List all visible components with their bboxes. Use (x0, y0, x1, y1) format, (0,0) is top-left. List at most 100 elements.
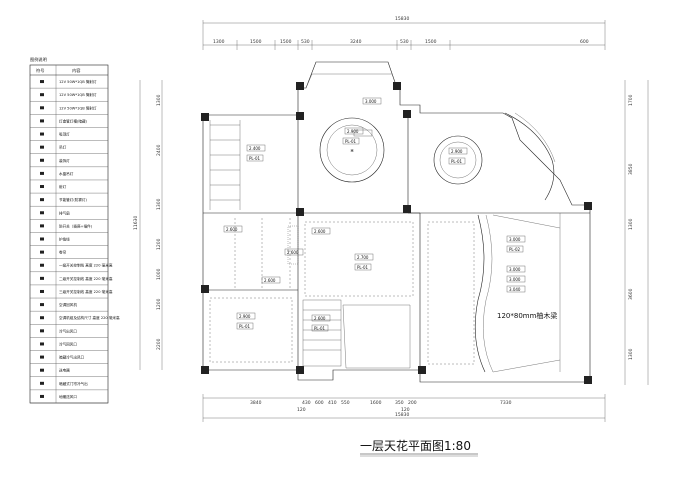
dim-left-4: 1200 (156, 238, 162, 250)
legend-symbol-icon (40, 303, 44, 307)
legend-row-label: 暗藏冷气出风口 (59, 355, 85, 360)
dim-overall-bottom: 15830 (395, 412, 409, 418)
legend-symbol-icon (40, 316, 44, 320)
legend-col-symbol: 符号 (36, 67, 44, 74)
dim-top-2: 1500 (250, 39, 262, 45)
dim-right-4: 3600 (628, 288, 634, 300)
legend-row-label: 二级开关控制线 高度 220 毫米高 (59, 276, 113, 281)
legend-symbol-icon (40, 342, 44, 346)
drawing-title: 一层天花平面图1:80 (360, 438, 471, 453)
elev-tag: 2.600 (314, 229, 326, 234)
legend-symbol-icon (40, 289, 44, 293)
legend-symbol-icon (40, 198, 44, 202)
legend-symbol-icon (40, 237, 44, 241)
vent-block (287, 225, 299, 265)
dimension-top: 15830 1300 1500 1500 530 3240 530 1500 6… (202, 16, 606, 50)
dim-top-6: 530 (400, 39, 409, 45)
legend-symbol-icon (40, 171, 44, 175)
legend-row-label: 射灯 (59, 184, 67, 189)
dim-overall-left: 11630 (133, 216, 139, 230)
legend-symbol-icon (40, 329, 44, 333)
material-tag: PL-01 (451, 159, 463, 164)
legend-symbol-icon (40, 106, 44, 110)
dim-top-7: 1500 (425, 39, 437, 45)
legend-symbol-icon (40, 119, 44, 123)
legend-row-label: 空调回风机 (59, 302, 77, 307)
elev-tag: 3.000 (365, 99, 377, 104)
legend-row-label: 吊灯 (59, 145, 67, 150)
legend-row-label: 冷气出风口 (59, 328, 77, 333)
dim-left-6: 1200 (156, 298, 162, 310)
legend-row-label: 三级开关控制线 高度 220 毫米高 (59, 289, 113, 294)
legend-symbol-icon (40, 80, 44, 84)
dim-right-3: 1300 (628, 218, 634, 230)
legend-symbol-icon (40, 276, 44, 280)
elev-tag: 2.900 (451, 149, 463, 154)
elev-tag: 3.040 (509, 287, 521, 292)
elev-tag: 3.000 (509, 237, 521, 242)
dim-overall-top: 15830 (395, 16, 409, 22)
legend-symbol-icon (40, 93, 44, 97)
elev-tag: 2.900 (347, 129, 359, 134)
legend-row-label: 送电器 (59, 368, 70, 373)
dim-top-3: 1500 (280, 39, 292, 45)
dim-left-2: 2400 (156, 144, 162, 156)
dim-bot-1: 3840 (250, 400, 262, 406)
legend-row-label: 12V 50W*1QB 筒射灯 (59, 92, 97, 97)
dim-top-1: 1300 (213, 39, 225, 45)
legend-row-label: 暗藏式门帘冷气出 (59, 381, 88, 386)
dim-left-7: 2200 (156, 338, 162, 350)
elev-tag: 2.600 (264, 278, 276, 283)
legend-symbol-icon (40, 145, 44, 149)
dim-top-4: 530 (301, 39, 310, 45)
dim-bot-6: 1600 (370, 400, 382, 406)
legend-symbol-icon (40, 211, 44, 215)
legend-row-label: 防开关（插座+插件) (59, 223, 93, 228)
legend-row-label: 装饰灯 (59, 158, 70, 163)
legend-symbol-icon (40, 381, 44, 385)
legend-symbol-icon (40, 394, 44, 398)
dim-right-5: 1300 (628, 348, 634, 360)
dim-bot-5: 550 (341, 400, 350, 406)
legend-row-label: 排气扇 (59, 210, 70, 215)
stair-core (302, 299, 411, 369)
dim-right-1: 1700 (628, 94, 634, 106)
dim-bot-row2-2: 120 (401, 407, 410, 413)
outer-wall (202, 88, 591, 383)
round-ceiling-small (433, 135, 483, 185)
dim-bot-2: 430 (302, 400, 311, 406)
legend-symbol-icon (40, 224, 44, 228)
legend-row-label: 卷帘 (59, 250, 67, 255)
legend-symbol-icon (40, 368, 44, 372)
beam-annotation: 120*80mm柚木梁 (497, 311, 557, 320)
legend-row-label: 12V 50W*1QB 筒射灯 (59, 79, 97, 84)
legend-symbol-icon (40, 158, 44, 162)
dimension-bottom: 3840 430 600 410 550 1600 350 200 7330 1… (202, 394, 606, 422)
legend-row-label: 灯盒管灯槽(暗藏) (59, 118, 88, 123)
legend-col-content: 内容 (72, 67, 80, 74)
legend-row-label: 吸顶灯 (59, 132, 70, 137)
elev-tag: 2.600 (314, 316, 326, 321)
material-tag: PL-01 (357, 265, 369, 270)
material-tag: PL-01 (345, 139, 357, 144)
cove-lines (209, 218, 475, 365)
legend-title: 图例说明 (30, 56, 47, 63)
dim-top-5: 3240 (350, 39, 362, 45)
dim-bot-9: 7330 (500, 400, 512, 406)
elev-tag: 2.400 (249, 146, 261, 151)
dim-top-8: 600 (580, 39, 589, 45)
dim-bot-3: 600 (315, 400, 324, 406)
dimension-right: 1700 3850 1300 3600 1300 (624, 80, 649, 385)
dim-bot-7: 350 (395, 400, 404, 406)
elev-tag: 2.900 (239, 314, 251, 319)
round-ceiling-large: ✻ (319, 117, 385, 183)
legend-symbol-icon (40, 250, 44, 254)
legend-row-label: 节能管灯(防雾灯) (59, 197, 88, 202)
elev-tag: 3.000 (509, 277, 521, 282)
elev-tag: 2.700 (357, 255, 369, 260)
elevation-tags: 3.000 2.900 2.900 2.400 2.600 2.600 2.60… (223, 97, 526, 332)
dim-bot-4: 410 (328, 400, 337, 406)
dim-left-5: 1000 (156, 268, 162, 280)
